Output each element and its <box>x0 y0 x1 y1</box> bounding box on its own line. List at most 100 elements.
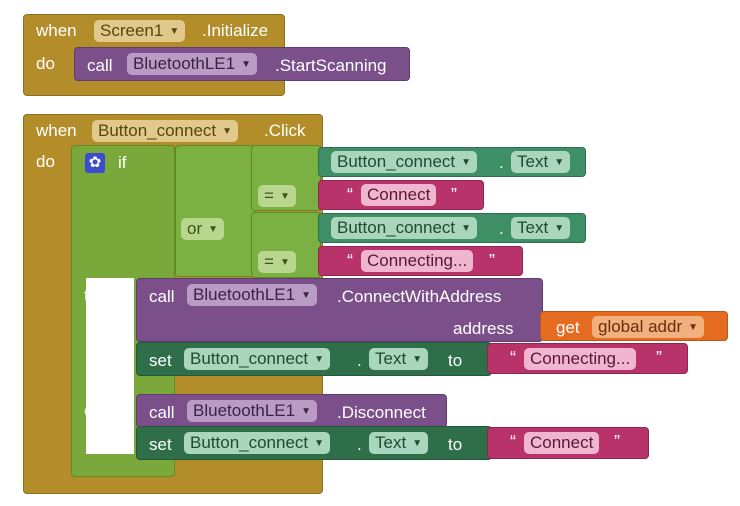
string-connecting-block-2[interactable]: “ Connecting... ” <box>487 343 688 374</box>
button-connect-label: Button_connect <box>337 152 456 171</box>
equals-operator-dropdown[interactable]: =▼ <box>258 251 296 273</box>
to-label: to <box>448 435 463 454</box>
call-label: call <box>149 287 175 306</box>
disconnect-method-label: .Disconnect <box>337 403 426 422</box>
call-label: call <box>87 56 113 75</box>
chevron-down-icon: ▼ <box>314 354 325 365</box>
button-connect-dropdown[interactable]: Button_connect ▼ <box>184 348 331 370</box>
string-connect-block-2[interactable]: “ Connect ” <box>487 427 649 459</box>
screen1-component-dropdown[interactable]: Screen1 ▼ <box>94 20 186 42</box>
do-label: do <box>36 152 55 171</box>
then-else-slot <box>86 278 134 454</box>
chevron-down-icon: ▼ <box>461 157 472 168</box>
set-label: set <box>149 351 172 370</box>
bluetoothle1-label: BluetoothLE1 <box>193 285 296 304</box>
string-text: Connecting... <box>530 349 631 368</box>
close-quote: ” <box>489 251 495 271</box>
button-connect-label: Button_connect <box>190 349 309 368</box>
get-global-addr-block[interactable]: get global addr ▼ <box>540 311 728 341</box>
text-property-dropdown[interactable]: Text ▼ <box>511 217 571 239</box>
click-event-label: .Click <box>264 121 306 140</box>
bluetoothle1-label: BluetoothLE1 <box>133 54 236 73</box>
string-connecting-block-1[interactable]: “ Connecting... ” <box>318 246 523 276</box>
compare-block-2[interactable]: =▼ <box>251 212 321 278</box>
chevron-down-icon: ▼ <box>301 406 311 417</box>
dot-label: . <box>499 153 504 172</box>
button-connect-dropdown[interactable]: Button_connect ▼ <box>331 151 478 173</box>
set-button-text-block-else[interactable]: set Button_connect ▼ . Text▼ to <box>136 426 492 460</box>
equals-label: = <box>264 252 274 271</box>
text-property-dropdown[interactable]: Text▼ <box>511 151 571 173</box>
screen-initialize-event-block[interactable]: when Screen1▼ .Initialize do call Blueto… <box>23 14 410 96</box>
or-label: or <box>187 219 203 238</box>
bluetoothle1-dropdown[interactable]: BluetoothLE1 ▼ <box>187 400 317 422</box>
set-label: set <box>149 435 172 454</box>
chevron-down-icon: ▼ <box>314 438 325 449</box>
close-quote: ” <box>614 432 620 452</box>
dot-label: . <box>357 435 362 454</box>
chevron-down-icon: ▼ <box>169 26 180 37</box>
button-text-getter-1[interactable]: Button_connect ▼ . Text▼ <box>318 147 586 177</box>
text-label: Text <box>375 349 407 368</box>
start-scanning-call-block[interactable]: call BluetoothLE1 ▼ .StartScanning <box>74 47 410 81</box>
chevron-down-icon: ▼ <box>208 224 219 235</box>
button-connect-component-dropdown[interactable]: Button_connect▼ <box>92 120 239 142</box>
chevron-down-icon: ▼ <box>412 354 423 365</box>
chevron-down-icon: ▼ <box>688 322 699 333</box>
string-text: Connect <box>530 433 594 452</box>
open-quote: “ <box>347 185 353 205</box>
string-value-field[interactable]: Connect <box>361 184 437 206</box>
call-label: call <box>149 403 175 422</box>
string-value-field[interactable]: Connecting... <box>524 348 637 370</box>
start-scanning-method-label: .StartScanning <box>275 56 387 75</box>
or-block[interactable]: or ▼ <box>175 145 255 277</box>
open-quote: “ <box>510 432 516 452</box>
or-operator-dropdown[interactable]: or ▼ <box>181 218 225 240</box>
close-quote: ” <box>451 185 457 205</box>
chevron-down-icon: ▼ <box>301 290 311 301</box>
chevron-down-icon: ▼ <box>279 191 290 202</box>
do-label: do <box>36 54 55 73</box>
initialize-event-label: .Initialize <box>202 21 269 40</box>
equals-operator-dropdown[interactable]: =▼ <box>258 185 296 207</box>
text-label: Text <box>517 218 549 237</box>
string-value-field[interactable]: Connect <box>524 432 600 454</box>
dot-label: . <box>357 351 362 370</box>
gear-icon[interactable]: ✿ <box>85 153 105 173</box>
to-label: to <box>448 351 463 370</box>
when-label: when <box>36 121 77 140</box>
equals-label: = <box>264 186 274 205</box>
text-label: Text <box>375 433 407 452</box>
chevron-down-icon: ▼ <box>461 223 472 234</box>
button-text-getter-2[interactable]: Button_connect▼ . Text▼ <box>318 213 586 243</box>
get-label: get <box>556 318 580 337</box>
set-button-text-block-then[interactable]: set Button_connect ▼ . Text ▼ to <box>136 342 492 376</box>
bluetoothle1-dropdown[interactable]: BluetoothLE1 ▼ <box>127 53 257 75</box>
chevron-down-icon: ▼ <box>222 126 233 137</box>
text-label: Text <box>517 152 549 171</box>
chevron-down-icon: ▼ <box>279 257 290 268</box>
compare-block-1[interactable]: =▼ <box>251 145 321 211</box>
connect-with-address-method-label: .ConnectWithAddress <box>337 287 502 306</box>
chevron-down-icon: ▼ <box>554 223 565 234</box>
connect-with-address-call-block[interactable]: call BluetoothLE1 ▼ .ConnectWithAddress a… <box>136 278 543 342</box>
if-label: if <box>118 153 127 172</box>
button-connect-label: Button_connect <box>190 433 309 452</box>
screen1-label: Screen1 <box>100 21 164 40</box>
open-quote: “ <box>347 251 353 271</box>
string-connect-block-1[interactable]: “ Connect ” <box>318 180 484 210</box>
text-property-dropdown[interactable]: Text▼ <box>369 432 429 454</box>
string-value-field[interactable]: Connecting... <box>361 250 474 272</box>
text-property-dropdown[interactable]: Text ▼ <box>369 348 429 370</box>
global-addr-label: global addr <box>598 317 683 336</box>
close-quote: ” <box>656 348 662 368</box>
bluetoothle1-dropdown[interactable]: BluetoothLE1 ▼ <box>187 284 317 306</box>
disconnect-call-block[interactable]: call BluetoothLE1 ▼ .Disconnect <box>136 394 447 428</box>
bluetoothle1-label: BluetoothLE1 <box>193 401 296 420</box>
button-connect-dropdown[interactable]: Button_connect ▼ <box>184 432 331 454</box>
chevron-down-icon: ▼ <box>241 59 251 70</box>
address-param-label: address <box>453 319 514 338</box>
button-connect-dropdown[interactable]: Button_connect▼ <box>331 217 478 239</box>
global-addr-dropdown[interactable]: global addr ▼ <box>592 316 705 338</box>
open-quote: “ <box>510 348 516 368</box>
